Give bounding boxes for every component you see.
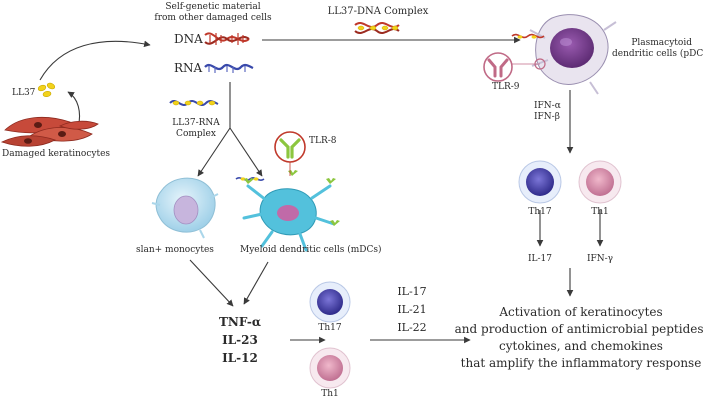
ll37-rna-complex-line-2: Complex [176,129,216,139]
th17-center-icon [309,281,351,323]
cytokines-mid-list: IL-17 IL-21 IL-22 [397,283,426,337]
il17-mid-label: IL-17 [397,285,427,298]
ifn-beta-label: IFN-β [534,112,560,122]
ll37-rna-complex-line-1: LL37-RNA [172,118,220,128]
ifn-alpha-beta-label: IFN-α IFN-β [534,101,561,123]
arrow-ll37-to-dna [39,40,151,81]
ll37-dna-complex-icon [354,22,400,34]
damaged-keratinocytes-label: Damaged keratinocytes [2,149,111,159]
pdcs-line-2: dendritic cells (pDCs) [612,49,703,59]
dna-label: DNA [174,32,203,46]
tlr9-receptor-icon [483,52,546,82]
ll37-peptide-icon [37,82,56,97]
tlr8-receptor-icon [274,131,306,176]
outcome-line-4: that amplify the inflammatory response [460,356,702,370]
th1-center-label: Th1 [321,389,339,399]
dna-helix-icon [204,32,250,45]
rna-label: RNA [174,61,203,75]
tnf-alpha-label: TNF-α [218,315,262,329]
pdcs-line-1: Plasmacytoid [631,38,692,48]
th1-center-icon [309,347,351,389]
arrow-to-monocytes [197,127,231,177]
ll37-rna-complex-label: LL37-RNA Complex [172,118,220,140]
slan-monocyte-icon [151,177,219,239]
il23-label: IL-23 [222,333,258,347]
mdc-cell-icon [235,170,340,252]
pdc-cell-icon [511,14,617,95]
il17-right-label: IL-17 [527,254,553,264]
th17-center-label: Th17 [318,323,342,333]
slan-monocytes-label: slan+ monocytes [136,245,214,255]
ifn-gamma-label: IFN-γ [586,254,614,264]
outcome-text: Activation of keratinocytes and producti… [455,304,703,372]
cytokines-left-list: TNF-α IL-23 IL-12 [219,313,261,367]
ll37-dna-complex-label: LL37-DNA Complex [327,6,429,17]
self-genetic-material-label: Self-genetic material from other damaged… [154,2,271,24]
th1-right-icon [578,160,622,204]
ll37-rna-complex-icon [169,100,219,106]
arrow-mdcs-to-cytokines [243,261,269,305]
il12-label: IL-12 [222,351,258,365]
mdcs-label: Myeloid dendritic cells (mDCs) [240,245,382,255]
ifn-alpha-label: IFN-α [534,101,561,111]
tlr9-label: TLR-9 [492,82,520,92]
il22-label: IL-22 [397,321,427,334]
rna-strand-icon [204,63,254,73]
ll37-label: LL37 [12,88,36,98]
keratinocytes-icon [0,117,99,147]
self-genetic-material-line-1: Self-genetic material [165,2,261,12]
outcome-line-3: cytokines, and chemokines [499,339,663,353]
arrows [39,36,604,344]
th1-right-label: Th1 [591,207,609,217]
th17-right-icon [518,160,562,204]
th17-right-label: Th17 [528,207,552,217]
outcome-line-1: Activation of keratinocytes [499,305,663,319]
pdcs-label: Plasmacytoid dendritic cells (pDCs) [612,38,703,60]
tlr8-label: TLR-8 [309,136,337,146]
il21-label: IL-21 [397,303,427,316]
outcome-line-2: and production of antimicrobial peptides… [454,322,703,336]
arrow-to-mdcs [229,127,263,177]
self-genetic-material-line-2: from other damaged cells [154,13,272,23]
arrow-monocytes-to-cytokines [189,259,234,307]
